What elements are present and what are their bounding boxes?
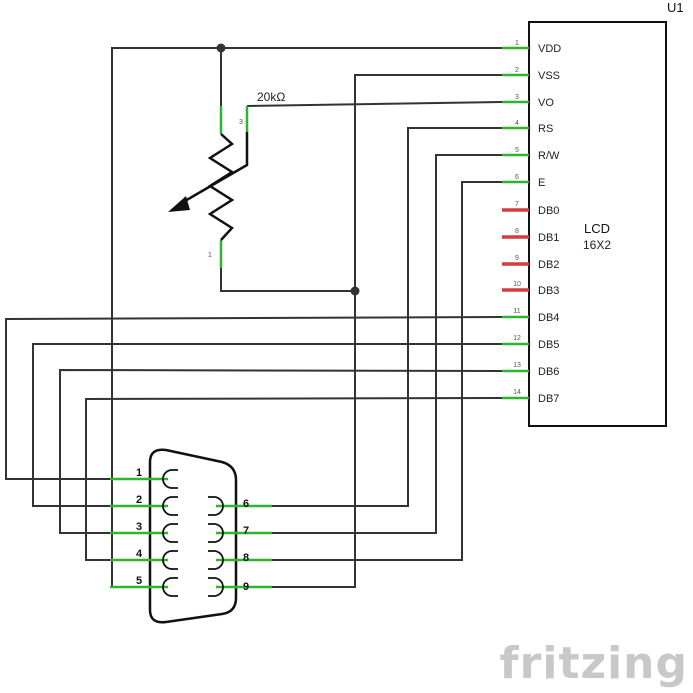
fritzing-logo: fritzing [500,638,688,689]
pin-number: 8 [515,228,519,235]
potentiometer[interactable]: 20kΩ 3 1 [168,90,285,268]
pin-socket-icon [162,523,178,543]
pin-socket-icon [208,523,224,543]
pin-number: 7 [515,201,519,208]
pin-number: 8 [243,552,249,564]
pin-socket-icon [208,577,224,597]
pot-bottom-pin-number: 1 [208,252,212,259]
pin-label: E [538,177,545,189]
pin-number: 5 [515,147,519,154]
pin-number: 9 [243,581,249,593]
lcd-pin-11[interactable]: 11 DB4 [502,308,559,324]
pot-value-label: 20kΩ [257,90,285,104]
pin-number: 11 [513,308,520,315]
lcd-pin-10[interactable]: 10 DB3 [502,281,559,297]
pin-number: 4 [136,548,143,560]
lcd-pin-12[interactable]: 12 DB5 [502,335,559,351]
pin-number: 6 [515,174,519,181]
lcd-pin-13[interactable]: 13 DB6 [502,362,559,378]
db9-connector[interactable]: 1 2 3 4 5 6 7 [110,448,272,624]
pin-number: 13 [513,362,521,369]
lcd-pin-14[interactable]: 14 DB7 [502,389,559,405]
db9-pin-4[interactable]: 4 [110,548,178,570]
db9-pin-8[interactable]: 8 [208,550,272,570]
lcd-subtitle: 16X2 [583,238,611,252]
pin-socket-icon [208,550,224,570]
pot-wiper-arrow [177,132,249,207]
db9-pin-7[interactable]: 7 [208,523,272,543]
lcd-body [528,21,667,427]
pin-socket-icon [208,496,224,516]
wire-db5-to-db9-pin2[interactable] [32,343,502,507]
wire-vo[interactable] [246,101,503,107]
pin-label: DB3 [538,285,559,297]
db9-pin-1[interactable]: 1 [110,467,178,489]
pin-socket-icon [162,577,178,597]
pin-label: DB5 [538,339,559,351]
pin-number: 6 [243,498,249,510]
wires [5,43,503,588]
pin-label: DB7 [538,393,559,405]
db9-pin-3[interactable]: 3 [110,521,178,543]
pin-label: VDD [538,43,561,55]
pin-number: 1 [515,40,519,47]
pin-number: 2 [515,67,519,74]
pot-wiper-pin-number: 3 [239,119,243,126]
lcd-pin-6[interactable]: 6 E [502,174,545,189]
pin-label: DB2 [538,259,559,271]
lcd-pin-5[interactable]: 5 R/W [502,147,560,162]
pin-label: DB1 [538,232,559,244]
pin-number: 5 [136,575,142,587]
db9-pin-9[interactable]: 9 [208,577,272,597]
db9-pin-5[interactable]: 5 [110,575,178,597]
lcd-pin-7[interactable]: 7 DB0 [502,201,559,217]
db9-pin-2[interactable]: 2 [110,494,178,516]
pin-number: 1 [136,467,142,479]
wire-db4-to-db9-pin1[interactable] [5,316,503,480]
pin-number: 14 [513,389,521,396]
pin-label: DB4 [538,312,559,324]
wire-pot-to-vss[interactable] [220,268,355,292]
lcd-pin-1[interactable]: 1 VDD [502,40,561,55]
pot-resistor-zigzag [207,133,235,241]
pin-label: DB0 [538,205,559,217]
pin-label: VO [538,97,554,109]
pin-number: 3 [136,521,142,533]
lcd-module[interactable]: U1 LCD 16X2 1 VDD 2 VSS 3 VO 4 RS 5 R/W [502,0,684,427]
pin-number: 10 [513,281,521,288]
lcd-pin-9[interactable]: 9 DB2 [502,255,559,271]
wire-vss-to-db9-pin9[interactable] [272,74,502,588]
pin-number: 3 [515,94,519,101]
pin-label: DB6 [538,366,559,378]
junction-dot [216,43,226,53]
pin-label: RS [538,123,553,135]
pin-number: 12 [513,335,521,342]
pin-number: 7 [243,525,249,537]
wire-db6-to-db9-pin3[interactable] [59,368,503,534]
pin-socket-icon [162,550,178,570]
junction-dot [350,286,360,296]
lcd-pin-4[interactable]: 4 RS [502,120,553,135]
pin-socket-icon [162,469,178,489]
pin-label: R/W [538,150,560,162]
pin-socket-icon [162,496,178,516]
lcd-title: LCD [584,221,610,236]
db9-pin-6[interactable]: 6 [208,496,272,516]
pin-label: VSS [538,70,560,82]
pin-number: 4 [515,120,519,127]
pin-number: 9 [515,255,519,262]
pot-arrow-head-icon [168,196,190,212]
pin-number: 2 [136,494,142,506]
lcd-ref-label: U1 [667,0,684,15]
lcd-pin-8[interactable]: 8 DB1 [502,228,559,244]
lcd-pin-2[interactable]: 2 VSS [502,67,560,82]
db9-shell [148,448,238,624]
lcd-pin-3[interactable]: 3 VO [502,94,554,109]
